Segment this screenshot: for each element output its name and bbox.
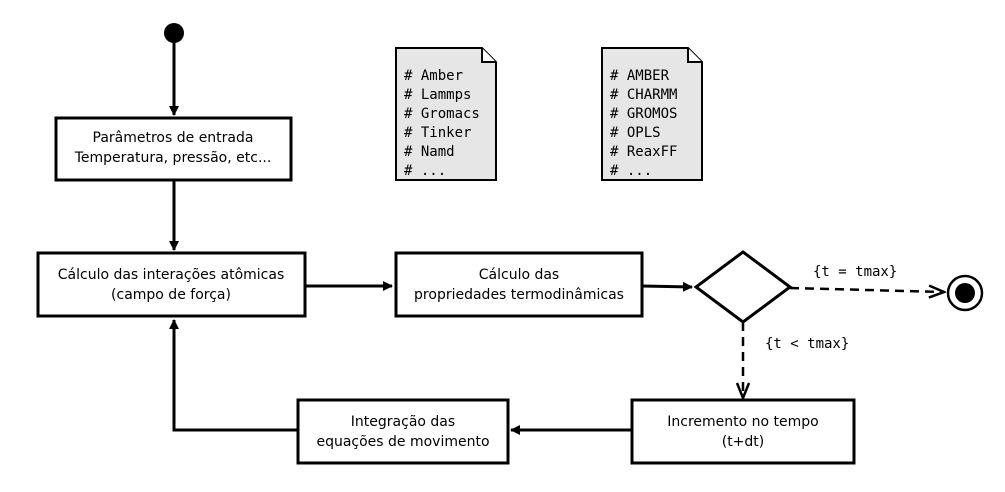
final-node bbox=[946, 274, 984, 312]
integration-line-2: equações de movimento bbox=[316, 434, 489, 450]
integration-line-1: Integração das bbox=[351, 414, 455, 430]
software-line-6: # ... bbox=[404, 163, 446, 179]
increment-line-2: (t+dt) bbox=[722, 434, 765, 450]
forcefield-line-6: # ... bbox=[610, 163, 652, 179]
guard-loop-label: {t < tmax} bbox=[765, 336, 849, 352]
forcefield-line-4: # OPLS bbox=[610, 125, 661, 141]
forcefield-line-1: # AMBER bbox=[610, 68, 670, 84]
params-line-1: Parâmetros de entrada bbox=[93, 130, 254, 146]
arrow-thermo-to-decision bbox=[641, 281, 693, 292]
arrow-decision-to-final bbox=[789, 288, 944, 292]
forcefield-line-3: # GROMOS bbox=[610, 106, 677, 122]
software-line-4: # Tinker bbox=[404, 125, 471, 141]
software-line-5: # Namd bbox=[404, 144, 455, 160]
thermo-box: Cálculo das propriedades termodinâmicas bbox=[394, 251, 644, 318]
software-line-1: # Amber bbox=[404, 68, 463, 84]
increment-box: Incremento no tempo (t+dt) bbox=[630, 398, 856, 465]
params-line-2: Temperatura, pressão, etc... bbox=[74, 150, 272, 166]
forcefield-line-5: # ReaxFF bbox=[610, 144, 677, 160]
guard-end-label: {t = tmax} bbox=[813, 264, 897, 280]
interactions-line-2: (campo de força) bbox=[111, 287, 231, 303]
software-document: # Amber # Lammps # Gromacs # Tinker # Na… bbox=[395, 47, 497, 181]
thermo-line-1: Cálculo das bbox=[479, 267, 559, 283]
interactions-line-1: Cálculo das interações atômicas bbox=[58, 267, 284, 283]
thermo-line-2: propriedades termodinâmicas bbox=[414, 287, 624, 303]
increment-line-1: Incremento no tempo bbox=[667, 414, 818, 430]
software-line-2: # Lammps bbox=[404, 87, 471, 103]
params-box: Parâmetros de entrada Temperatura, press… bbox=[54, 116, 293, 182]
initial-node bbox=[164, 23, 184, 43]
software-line-3: # Gromacs bbox=[404, 106, 480, 122]
integration-box: Integração das equações de movimento bbox=[296, 398, 510, 465]
interactions-box: Cálculo das interações atômicas (campo d… bbox=[36, 251, 307, 318]
forcefield-line-2: # CHARMM bbox=[610, 87, 677, 103]
arrow-integration-to-interactions bbox=[169, 319, 298, 432]
decision-node bbox=[693, 250, 793, 324]
forcefield-document: # AMBER # CHARMM # GROMOS # OPLS # ReaxF… bbox=[601, 47, 703, 181]
